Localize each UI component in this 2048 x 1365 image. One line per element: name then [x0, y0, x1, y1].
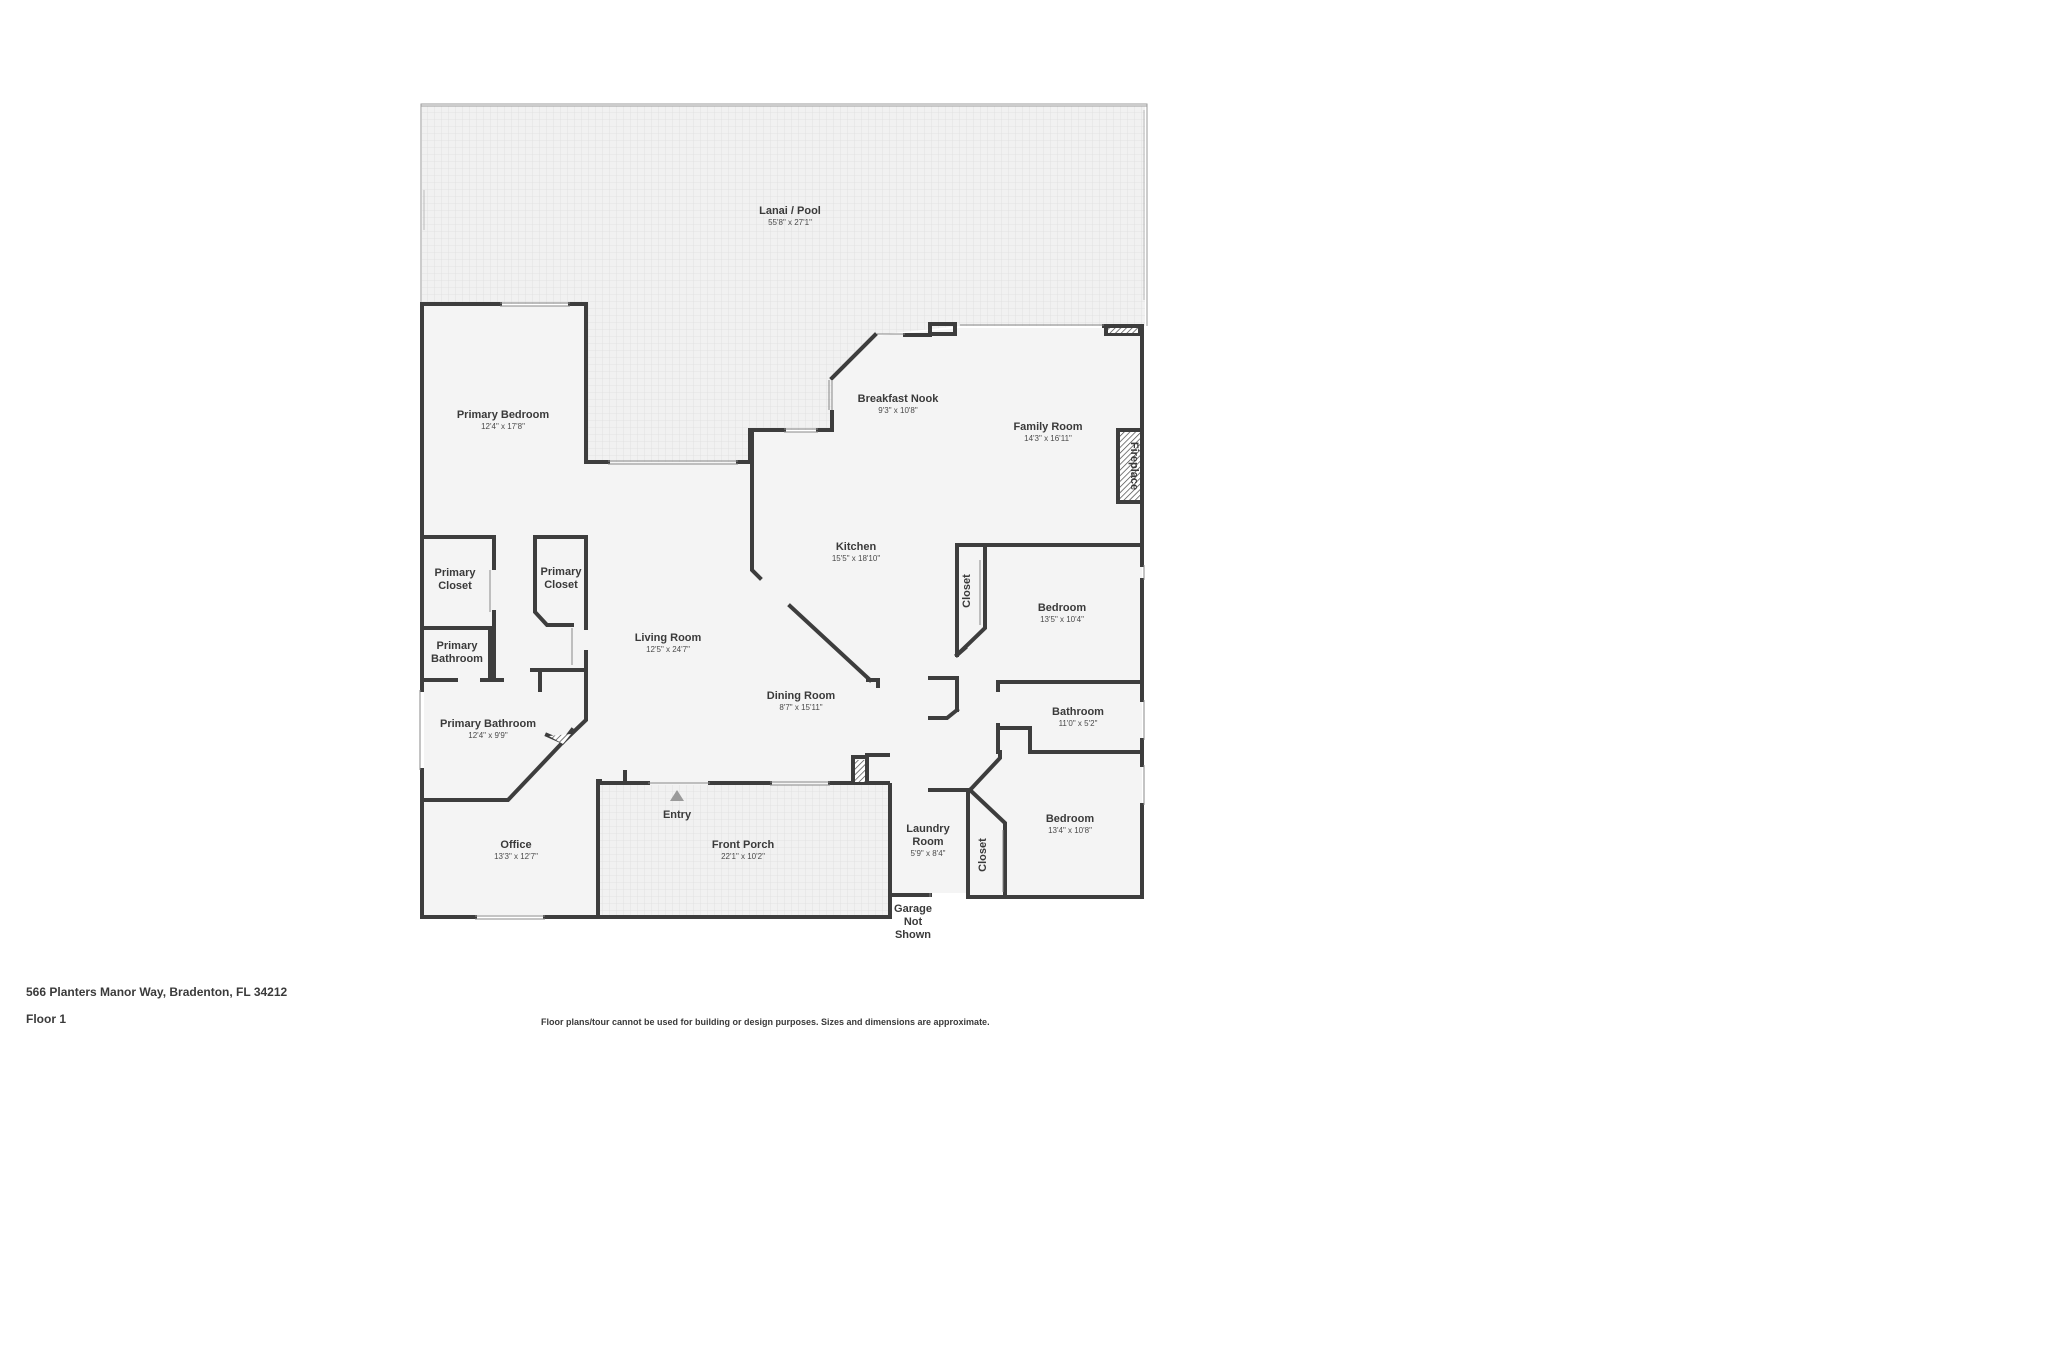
- breakfast-nook-name: Breakfast Nook: [858, 393, 940, 405]
- disclaimer-text: Floor plans/tour cannot be used for buil…: [541, 1017, 990, 1027]
- closet-upper-label: Closet: [961, 574, 973, 608]
- lanai-name: Lanai / Pool: [759, 205, 821, 217]
- dining-room-dims: 8'7" x 15'11": [779, 703, 822, 712]
- primary-closet-left-line1: Primary: [435, 567, 477, 579]
- hatch-top: [1108, 328, 1138, 333]
- hatch-bath: [549, 734, 571, 744]
- bedroom-lower-dims: 13'4" x 10'8": [1048, 826, 1092, 835]
- front-porch-dims: 22'1" x 10'2": [721, 852, 765, 861]
- living-room-dims: 12'5" x 24'7": [646, 645, 690, 654]
- family-room-name: Family Room: [1013, 421, 1082, 433]
- laundry-line1: Laundry: [906, 823, 950, 835]
- primary-closet-right-line2: Closet: [544, 579, 578, 591]
- office-name: Office: [500, 839, 531, 851]
- bedroom-upper-name: Bedroom: [1038, 602, 1087, 614]
- family-room-dims: 14'3" x 16'11": [1024, 434, 1072, 443]
- laundry-dims: 5'9" x 8'4": [911, 849, 946, 858]
- floor-plan: Lanai / Pool 55'8" x 27'1" Primary Bedro…: [419, 103, 1148, 941]
- bathroom-name: Bathroom: [1052, 706, 1104, 718]
- property-address: 566 Planters Manor Way, Bradenton, FL 34…: [26, 985, 288, 999]
- fixtures: [549, 328, 1140, 782]
- primary-bedroom-name: Primary Bedroom: [457, 409, 550, 421]
- lanai-dims: 55'8" x 27'1": [768, 218, 812, 227]
- closet-lower-label: Closet: [977, 838, 989, 872]
- front-porch-name: Front Porch: [712, 839, 775, 851]
- primary-bathroom-name: Primary Bathroom: [440, 718, 536, 730]
- bedroom-upper-dims: 13'5" x 10'4": [1040, 615, 1084, 624]
- hatch-chimney: [855, 760, 865, 782]
- floor-fills: [422, 106, 1145, 917]
- laundry-line2: Room: [912, 836, 943, 848]
- fireplace-label: Fireplace: [1128, 442, 1140, 490]
- garage-line2: Not: [904, 916, 923, 928]
- floor-label: Floor 1: [26, 1012, 67, 1026]
- lanai-floor: [422, 106, 1145, 462]
- office-dims: 13'3" x 12'7": [494, 852, 538, 861]
- dining-room-name: Dining Room: [767, 690, 836, 702]
- kitchen-name: Kitchen: [836, 541, 877, 553]
- garage-line1: Garage: [894, 903, 932, 915]
- walls: [420, 302, 1144, 919]
- bedroom-lower-name: Bedroom: [1046, 813, 1095, 825]
- bathroom-dims: 11'0" x 5'2": [1059, 719, 1098, 728]
- breakfast-nook-dims: 9'3" x 10'8": [878, 406, 918, 415]
- primary-bath-small-line1: Primary: [437, 640, 479, 652]
- entry-label: Entry: [663, 809, 692, 821]
- labels: Lanai / Pool 55'8" x 27'1" Primary Bedro…: [431, 205, 1140, 941]
- primary-bath-small-line2: Bathroom: [431, 653, 483, 665]
- lanai-screen: [420, 103, 1148, 326]
- living-room-name: Living Room: [635, 632, 702, 644]
- interior-floor: [424, 306, 1142, 915]
- entry-arrow-icon: [670, 790, 684, 801]
- kitchen-dims: 15'5" x 18'10": [832, 554, 880, 563]
- primary-closet-right-line1: Primary: [541, 566, 583, 578]
- primary-bedroom-dims: 12'4" x 17'8": [481, 422, 525, 431]
- windows: [419, 302, 1145, 920]
- fireplace-hatch: [1120, 432, 1140, 500]
- primary-closet-left-line2: Closet: [438, 580, 472, 592]
- front-porch-floor: [600, 785, 888, 917]
- primary-bathroom-dims: 12'4" x 9'9": [468, 731, 508, 740]
- garage-line3: Shown: [895, 929, 931, 941]
